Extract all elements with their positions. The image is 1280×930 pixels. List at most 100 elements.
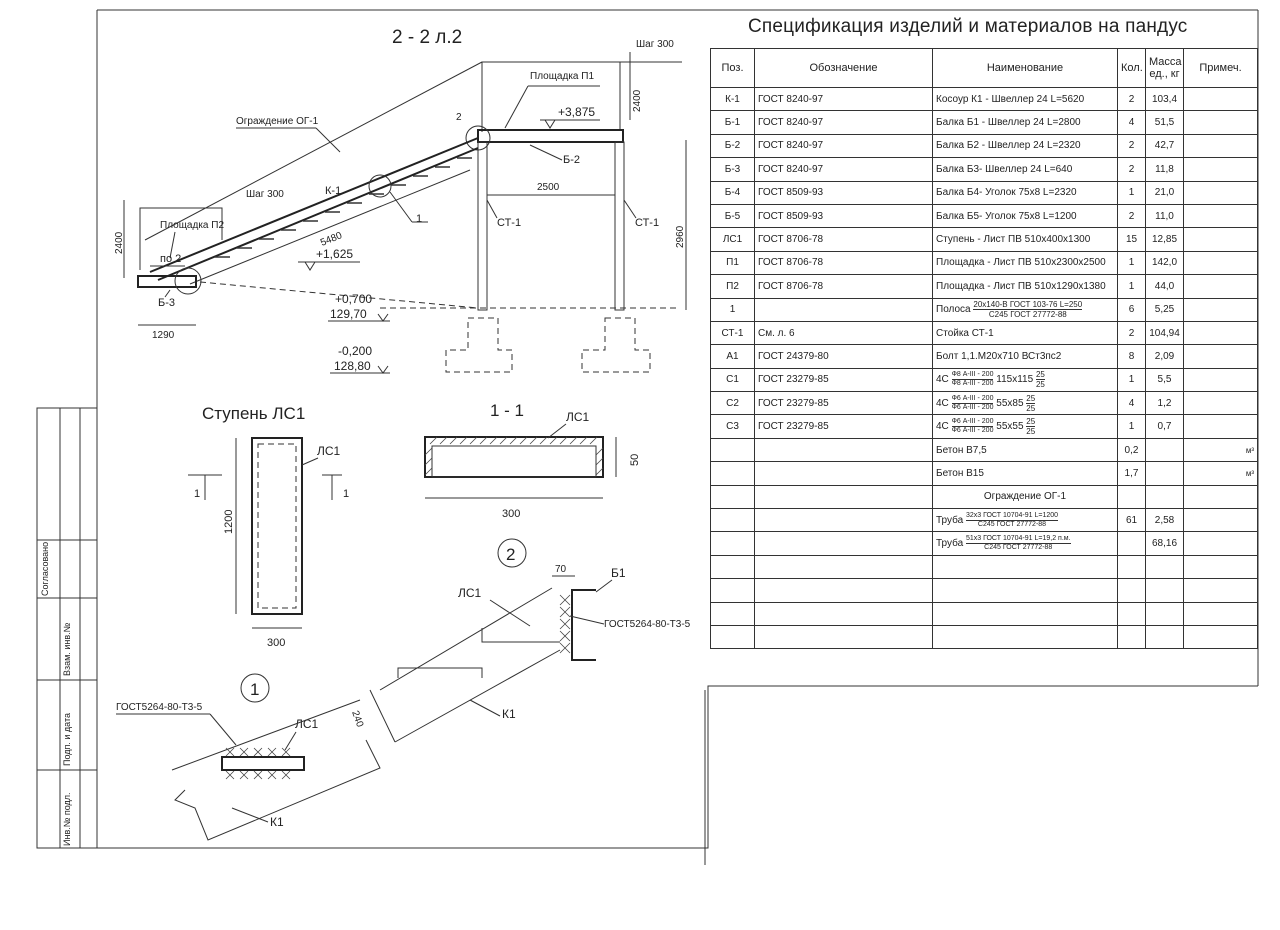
- header-pos: Поз.: [710, 48, 755, 88]
- cell-doc: [754, 508, 933, 533]
- cell-pos: СТ-1: [710, 320, 755, 346]
- dim-300-step: 300: [267, 637, 285, 649]
- cell-doc: См. л. 6: [754, 320, 933, 346]
- spec-row-empty: [710, 578, 1258, 603]
- cell-doc: ГОСТ 8509-93: [754, 180, 933, 205]
- cell-mass: 11,8: [1145, 157, 1184, 182]
- cell-empty: [1117, 624, 1146, 650]
- label-step-300-mid: Шаг 300: [246, 189, 284, 200]
- cell-mass: 0,7: [1145, 414, 1184, 439]
- header-note: Примеч.: [1183, 48, 1258, 88]
- cell-empty: [710, 624, 755, 650]
- section-1-1-title: 1 - 1: [490, 401, 524, 420]
- label-gost-weld-1: ГОСТ5264-80-Т3-5: [116, 702, 203, 713]
- spec-row-empty: [710, 554, 1258, 580]
- level-1625: +1,625: [316, 247, 353, 261]
- ramp-steps: [215, 157, 472, 258]
- dim-1290: 1290: [152, 330, 175, 341]
- cell-pos: А1: [710, 344, 755, 369]
- cell-name: Труба 51х3 ГОСТ 10704-91 L=19,2 п.м.С245…: [932, 531, 1118, 556]
- dim-2400-top: 2400: [632, 89, 643, 112]
- cut-mark-1-left: 1: [194, 488, 200, 500]
- dim-300-section: 300: [502, 508, 520, 520]
- cell-note: [1183, 227, 1258, 252]
- cell-pos: 1: [710, 297, 755, 322]
- cell-qty: 1,7: [1117, 461, 1146, 486]
- cell-empty: [1117, 554, 1146, 580]
- section-title: 2 - 2 л.2: [392, 27, 462, 48]
- cell-empty: [754, 554, 933, 580]
- cell-mass: 12,85: [1145, 227, 1184, 252]
- cell-name: Балка Б2 - Швеллер 24 L=2320: [932, 133, 1118, 159]
- stamp-approved: Согласовано: [40, 541, 50, 596]
- cell-note: [1183, 157, 1258, 182]
- cell-note: [1183, 508, 1258, 533]
- cell-empty: [1145, 601, 1184, 626]
- cell-mass: 5,25: [1145, 297, 1184, 322]
- cell-name: Балка Б3- Швеллер 24 L=640: [932, 157, 1118, 182]
- dim-2500: 2500: [537, 182, 560, 193]
- label-railing: Ограждение ОГ-1: [236, 116, 319, 127]
- strip-spec-bottom: С245 ГОСТ 27772-88: [988, 310, 1067, 320]
- label-k1-node1: К1: [270, 815, 284, 829]
- node-1-marker: [240, 673, 270, 703]
- cell-note: [1183, 367, 1258, 393]
- node-2-label: 2: [506, 545, 515, 564]
- cell-name: Бетон В15: [932, 461, 1118, 486]
- mesh-frac-bottom: 25: [1026, 427, 1036, 437]
- cell-empty: [754, 578, 933, 603]
- mesh-size: 55х55: [996, 421, 1024, 433]
- label-platform-p1: Площадка П1: [530, 71, 594, 82]
- cell-pos: Б-5: [710, 203, 755, 229]
- upper-wall: [481, 61, 621, 132]
- cell-doc: [754, 531, 933, 556]
- cell-mass: 21,0: [1145, 180, 1184, 205]
- mesh-prefix: 4С: [936, 397, 949, 409]
- cell-name: Стойка СТ-1: [932, 320, 1118, 346]
- cell-note: [1183, 484, 1258, 510]
- cell-doc: ГОСТ 8706-78: [754, 227, 933, 252]
- pipe-spec-bottom: С245 ГОСТ 27772-88: [977, 520, 1047, 528]
- pipe-spec-top: 51х3 ГОСТ 10704-91 L=19,2 п.м.: [965, 535, 1071, 545]
- spec-row-pipe: Труба 51х3 ГОСТ 10704-91 L=19,2 п.м.С245…: [710, 531, 1258, 556]
- cell-pos: [710, 461, 755, 486]
- cell-doc: ГОСТ 23279-85: [754, 414, 933, 439]
- cell-empty: [1145, 624, 1184, 650]
- node-1-label: 1: [250, 680, 259, 699]
- label-ls1-section: ЛС1: [566, 410, 590, 424]
- cell-note: [1183, 320, 1258, 346]
- mesh-frac-top: 25: [1035, 370, 1045, 381]
- platform-p2: [137, 275, 197, 288]
- step-title: Ступень ЛС1: [202, 404, 305, 423]
- cell-empty: [1145, 554, 1184, 580]
- cell-qty: 1: [1117, 180, 1146, 205]
- spec-header-row: Поз. Обозначение Наименование Кол. Масса…: [710, 48, 1258, 88]
- mesh-frac-top: 25: [1026, 393, 1036, 404]
- cell-doc: ГОСТ 23279-85: [754, 367, 933, 393]
- spec-table: Поз. Обозначение Наименование Кол. Масса…: [710, 48, 1258, 650]
- dim-70: 70: [555, 564, 567, 575]
- cell-doc: [754, 297, 933, 322]
- level-12970: 129,70: [330, 307, 367, 321]
- cell-qty: 2: [1117, 320, 1146, 346]
- node-2-detail: [369, 587, 596, 743]
- cell-doc: ГОСТ 8240-97: [754, 86, 933, 112]
- cell-empty: [1183, 578, 1258, 603]
- cell-note: [1183, 274, 1258, 299]
- cell-mass: 104,94: [1145, 320, 1184, 346]
- pipe-spec-bottom: С245 ГОСТ 27772-88: [984, 544, 1053, 552]
- pipe-spec: 51х3 ГОСТ 10704-91 L=19,2 п.м.С245 ГОСТ …: [965, 535, 1071, 552]
